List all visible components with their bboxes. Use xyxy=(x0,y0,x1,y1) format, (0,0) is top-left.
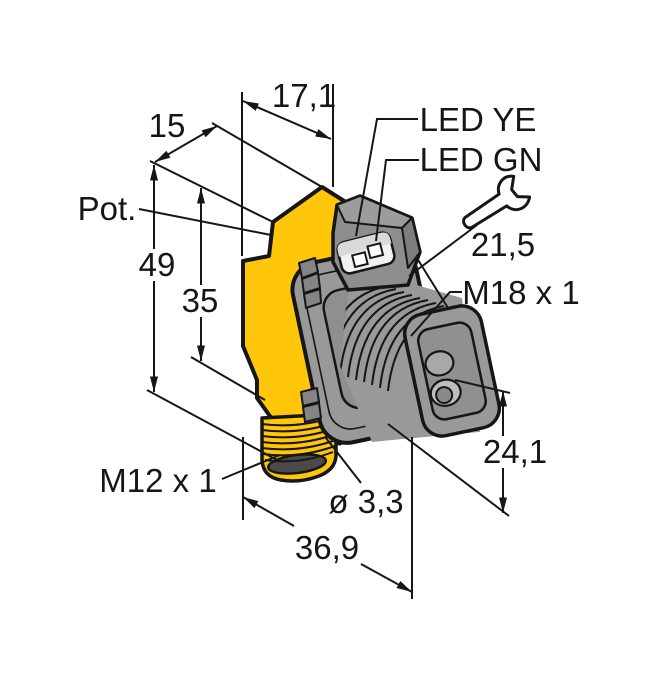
m12-leader xyxy=(221,454,281,480)
pot-leader xyxy=(138,208,272,236)
led-gn-leader xyxy=(375,159,419,242)
m12-connector xyxy=(260,412,338,483)
led-indicator-green xyxy=(366,242,385,260)
lens-group xyxy=(424,350,462,407)
hole-leader xyxy=(325,437,362,484)
hole-dia-label: ø 3,3 xyxy=(328,483,403,520)
dimension-36-9 xyxy=(242,437,413,599)
pot-label: Pot. xyxy=(78,190,137,227)
led-ye-label: LED YE xyxy=(420,101,537,138)
led-gn-label: LED GN xyxy=(420,141,543,178)
dim-21-5-label: 21,5 xyxy=(471,226,535,263)
hex-nut-facets xyxy=(298,257,322,423)
led-ye-leader xyxy=(355,118,418,237)
dimension-annotations xyxy=(135,84,548,599)
wrench-leader xyxy=(408,224,478,277)
dim-49-label: 49 xyxy=(139,246,176,283)
dimension-24-1 xyxy=(387,379,548,517)
sensor-illustration xyxy=(241,185,502,483)
dimension-49 xyxy=(135,165,278,461)
emitter-lens xyxy=(424,350,455,377)
led-indicator-yellow xyxy=(350,251,369,269)
dim-24-1-label: 24,1 xyxy=(483,433,547,470)
front-face xyxy=(402,304,502,438)
wrench-icon xyxy=(462,174,532,230)
led-window xyxy=(336,231,396,275)
dim-36-9-label: 36,9 xyxy=(295,529,359,566)
dim-35-label: 35 xyxy=(182,282,219,319)
dim-15-label: 15 xyxy=(149,107,186,144)
dimension-35 xyxy=(181,188,266,401)
dim-17-1-label: 17,1 xyxy=(272,77,336,114)
dimension-15 xyxy=(149,122,323,223)
m18-leader xyxy=(410,291,462,337)
m18-label: M18 x 1 xyxy=(462,274,579,311)
drawing-labels: 15 17,1 Pot. 49 35 LED YE LED GN 21,5 M1… xyxy=(78,77,580,566)
m12-label: M12 x 1 xyxy=(99,462,216,499)
